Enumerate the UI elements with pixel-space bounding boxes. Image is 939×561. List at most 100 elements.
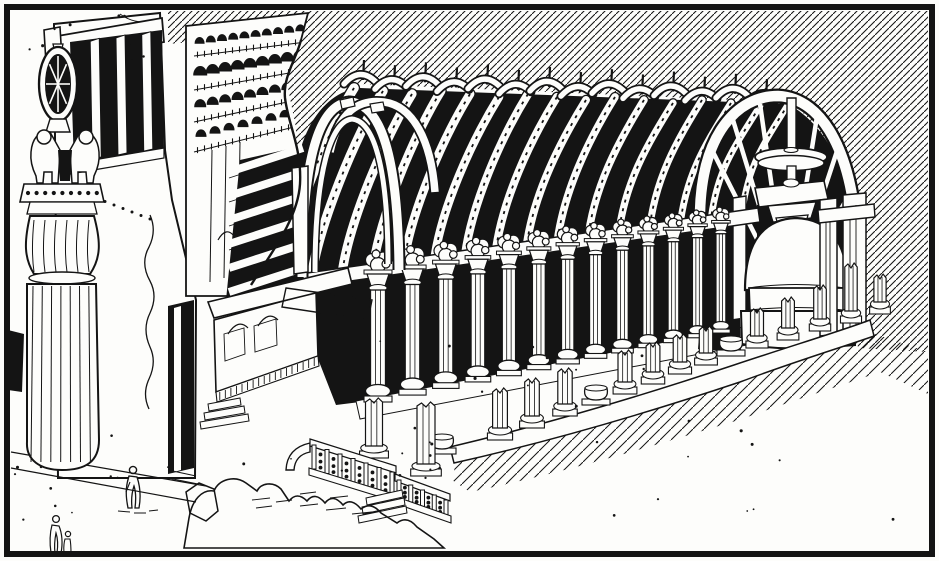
abacus-bead <box>94 190 99 196</box>
stump-flutes <box>422 405 430 464</box>
ground-speckle <box>142 55 145 58</box>
ground-speckle <box>430 442 434 446</box>
broken-column-stump <box>776 295 800 341</box>
wheel-spoke <box>57 83 68 105</box>
chaitya-arch-motif <box>194 99 207 108</box>
ground-speckle <box>53 504 57 508</box>
abacus-bead <box>60 190 65 196</box>
railing-segments <box>308 438 452 524</box>
terrace-dash <box>255 505 273 509</box>
capital-sculpture <box>570 233 579 242</box>
ground-speckle <box>110 434 113 437</box>
railing-lens-bar <box>426 495 431 500</box>
ridge-saddle <box>589 80 627 96</box>
capital-sculpture <box>511 241 521 250</box>
railing-lens-bar <box>414 500 419 504</box>
bell-petal <box>76 219 79 273</box>
ground-speckle <box>109 475 112 478</box>
chaitya-arch-motif <box>219 94 232 103</box>
ground-speckle <box>429 468 432 471</box>
vault-rib <box>552 93 619 252</box>
lion-pillar <box>19 43 105 472</box>
vault-rib-grain <box>709 105 761 226</box>
chaitya-arch-motif <box>268 84 281 93</box>
shaft-facets <box>409 284 416 381</box>
chaitya-arch-motif <box>242 58 258 68</box>
nave-column <box>432 240 460 389</box>
stump-flutes <box>529 381 535 416</box>
wheel-base <box>45 118 71 133</box>
umbrella-cap <box>783 146 799 154</box>
wheel-spoke <box>57 63 68 85</box>
shaft-flute <box>79 285 81 463</box>
chaitya-arch-motif <box>255 56 270 66</box>
ground-speckle <box>473 376 477 380</box>
terrace-dash <box>299 491 317 495</box>
bell-petal <box>43 219 46 273</box>
nave-column <box>687 209 708 339</box>
base-plinth <box>398 388 427 396</box>
arch-cross-ties <box>339 96 386 114</box>
stump-flutes <box>677 337 683 362</box>
shaft-facets <box>695 237 700 328</box>
ground-speckle <box>117 14 121 18</box>
ground-speckle <box>752 508 755 511</box>
railing-lens-bar <box>383 482 388 487</box>
ground-speckle <box>447 344 451 348</box>
railing-lens-bar <box>318 465 323 470</box>
chaitya-arch-motif <box>250 29 261 37</box>
ground-speckle <box>687 419 691 423</box>
ridge-saddle <box>403 74 441 90</box>
railing-lens-bar <box>318 459 323 464</box>
capital-sculpture <box>562 225 570 234</box>
railing-lens-bar <box>426 500 431 505</box>
ground-speckle <box>656 498 660 501</box>
terrace-dash <box>329 495 349 499</box>
vault-rib-grain <box>647 99 703 234</box>
ground-speckle <box>82 51 84 53</box>
stump-flutes <box>754 311 760 336</box>
railing-lens-bar <box>402 490 407 495</box>
base-plinth <box>555 358 580 365</box>
fallen-capital-bowl <box>716 335 746 357</box>
chaitya-arch-motif <box>261 28 272 36</box>
parapet-panels <box>223 318 278 362</box>
vault-rib-grain <box>494 96 558 257</box>
shaft-flute <box>30 285 34 463</box>
terrace-dash <box>325 507 347 511</box>
stump-body <box>813 283 827 320</box>
ground-speckle <box>72 44 76 47</box>
fallen-capital-bowl <box>581 384 611 406</box>
bowl-rim <box>584 384 608 392</box>
stump-flutes <box>877 277 883 302</box>
capital-sculpture <box>675 219 683 227</box>
railing-post <box>408 484 414 503</box>
vault-rib-grain <box>371 90 442 274</box>
column-shaft <box>531 263 546 358</box>
nave-column <box>495 232 522 377</box>
ground-speckle <box>413 426 417 430</box>
abacus-bead <box>25 190 31 196</box>
nave-column <box>464 236 492 383</box>
broken-column-stump <box>358 397 389 459</box>
shaft-facets <box>671 241 676 332</box>
stump-body <box>781 295 795 329</box>
chaitya-arch-motif <box>265 113 277 121</box>
ground-speckle <box>574 404 578 408</box>
broken-column-stumps <box>358 261 891 477</box>
bell-petal <box>54 219 57 273</box>
wall-pock <box>112 203 116 207</box>
ground-speckle <box>428 454 432 457</box>
shaft-flute <box>88 285 91 463</box>
abacus-bead <box>68 190 74 196</box>
railing-lens-bar <box>383 475 388 479</box>
chaitya-arch-motif <box>237 119 249 128</box>
shaft-facets <box>620 250 625 342</box>
capital-sculpture <box>480 245 490 255</box>
parapet-rail-ticks <box>219 358 315 400</box>
capital-sculpture <box>643 215 651 223</box>
ground-speckle <box>398 474 402 477</box>
capital-sculpture <box>502 232 512 242</box>
porch-roof-plank <box>206 267 353 319</box>
